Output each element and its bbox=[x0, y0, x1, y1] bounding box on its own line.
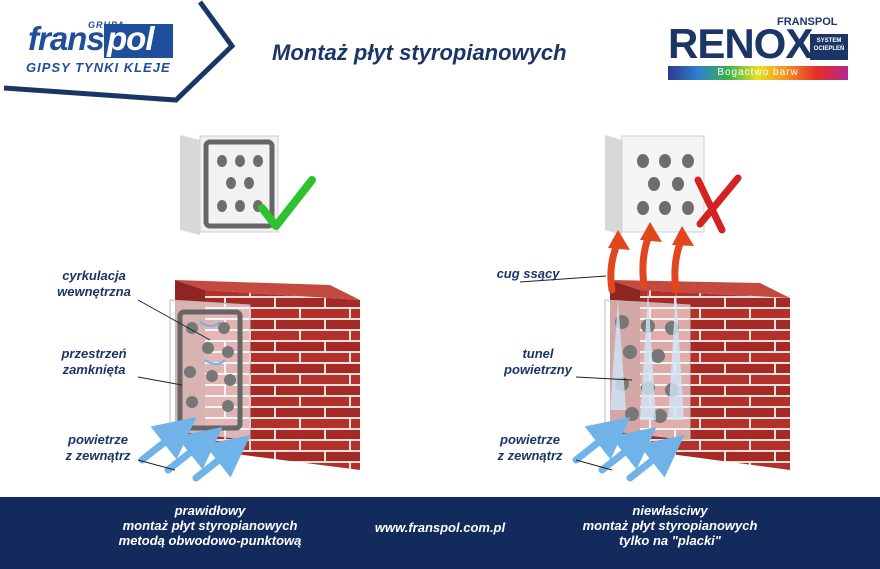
renox-system-label: SYSTEM OCIEPLEŃ bbox=[813, 38, 845, 52]
logo-tagline: GIPSY TYNKI KLEJE bbox=[26, 60, 171, 75]
renox-color-bar bbox=[668, 66, 848, 80]
check-icon bbox=[258, 176, 316, 230]
correct-board-icon bbox=[180, 135, 279, 235]
label-air-left: powietrze z zewnątrz bbox=[65, 432, 131, 463]
wall-right bbox=[604, 280, 790, 470]
logo-box bbox=[104, 24, 173, 58]
footer-url[interactable]: www.franspol.com.pl bbox=[374, 520, 506, 535]
wall-left bbox=[169, 280, 360, 470]
caption-wrong: niewłaściwy montaż płyt styropianowych t… bbox=[582, 503, 758, 548]
logo-name-a: frans bbox=[28, 20, 105, 57]
air-arrows-left bbox=[138, 416, 251, 482]
footer-bar bbox=[0, 497, 880, 569]
renox-tagline: Bogactwo barw bbox=[717, 67, 799, 78]
air-arrows-right bbox=[572, 416, 685, 482]
label-circulation: cyrkulacja wewnętrzna bbox=[57, 268, 131, 299]
page-title: Montaż płyt styropianowych bbox=[272, 40, 567, 65]
label-closed-space: przestrzeń zamknięta bbox=[61, 346, 127, 377]
cross-icon bbox=[694, 174, 742, 234]
label-air-right: powietrze z zewnątrz bbox=[497, 432, 563, 463]
label-draft: cug ssący bbox=[496, 266, 560, 281]
wrong-board-icon bbox=[605, 135, 705, 235]
label-tunnel: tunel powietrzny bbox=[504, 346, 572, 377]
logo-name-b: pol bbox=[107, 20, 154, 57]
renox-brand-small: FRANSPOL bbox=[777, 16, 838, 28]
renox-system-box bbox=[810, 34, 848, 60]
renox-logo: RENOX bbox=[668, 20, 813, 67]
caption-correct: prawidłowy montaż płyt styropianowych me… bbox=[118, 503, 302, 548]
illustration bbox=[137, 135, 790, 482]
